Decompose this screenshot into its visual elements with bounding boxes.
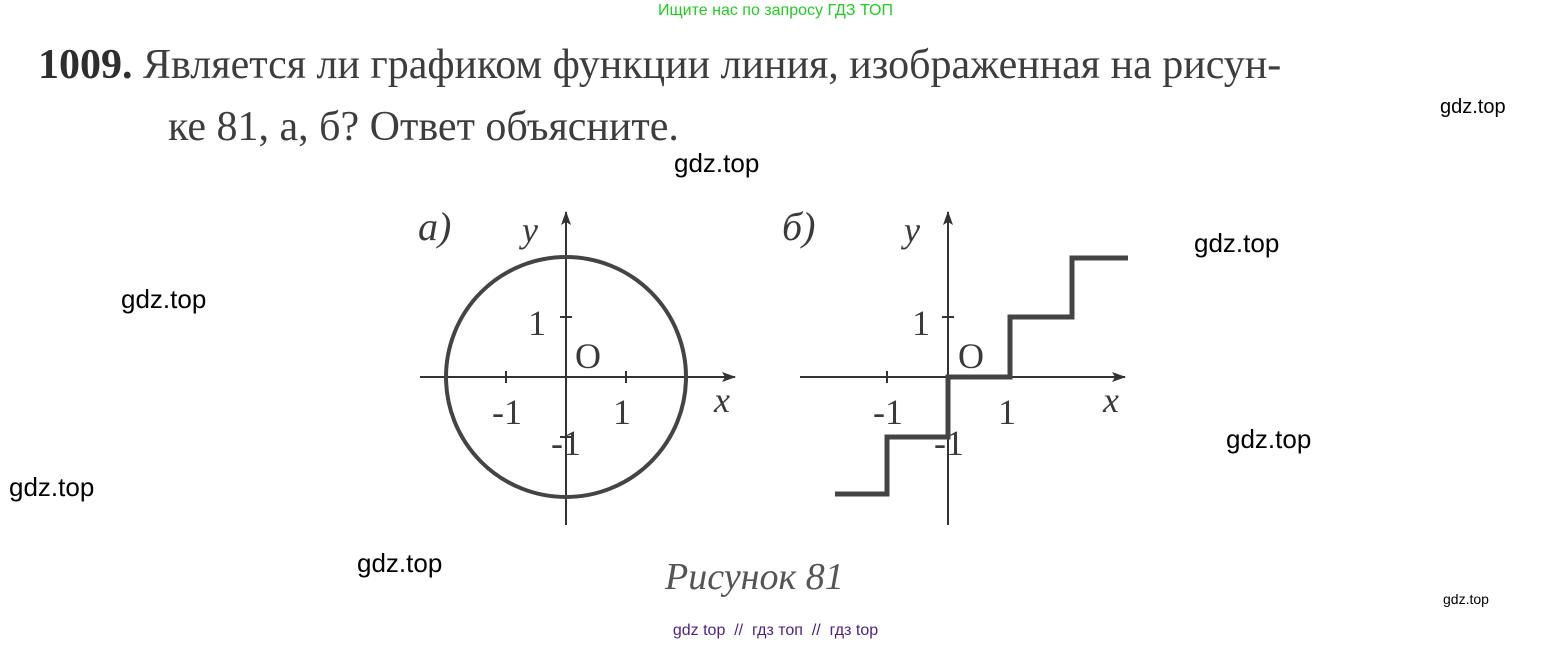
footer-link-2[interactable]: гдз топ — [752, 622, 803, 639]
footer-link-1[interactable]: gdz top — [672, 622, 726, 639]
figure-caption: Рисунок 81 — [665, 556, 844, 598]
step-graph — [835, 255, 1128, 497]
x-tick-1: 1 — [613, 392, 631, 432]
panel-a: а) y x O 1 1 -1 -1 — [418, 204, 736, 525]
panel-a-label: а) — [418, 204, 451, 249]
y-tick-neg1: -1 — [934, 423, 964, 463]
problem-text-2: ке 81, а, б? Ответ объясните. — [168, 104, 679, 150]
y-tick-1: 1 — [528, 303, 546, 343]
watermark: gdz.top — [9, 472, 95, 502]
footer-separator: // — [811, 622, 821, 639]
footer-link-3[interactable]: гдз top — [829, 622, 879, 639]
origin-label: O — [575, 336, 601, 376]
x-tick-neg1: -1 — [873, 392, 903, 432]
watermark: gdz.top — [1440, 96, 1506, 118]
y-tick-neg1: -1 — [551, 423, 581, 463]
problem-text-1: Является ли графиком функции линия, изоб… — [143, 42, 1282, 88]
y-label: y — [519, 210, 538, 250]
circle-graph — [444, 255, 688, 499]
search-banner: Ищите нас по запросу ГДЗ ТОП — [658, 2, 893, 19]
y-tick-1: 1 — [912, 303, 930, 343]
watermark: gdz.top — [1226, 424, 1312, 454]
x-tick-1: 1 — [998, 392, 1016, 432]
watermark: gdz.top — [357, 548, 443, 578]
panel-b-label: б) — [782, 204, 815, 249]
footer-separator: // — [734, 622, 744, 639]
x-tick-neg1: -1 — [492, 392, 522, 432]
panel-b: б) y x O 1 1 -1 -1 — [782, 204, 1128, 525]
watermark: gdz.top — [674, 148, 760, 178]
watermark: gdz.top — [1194, 228, 1280, 258]
y-label: y — [901, 210, 920, 250]
origin-label: O — [958, 336, 984, 376]
problem-number: 1009. — [38, 42, 133, 88]
problem-line-1: 1009. Является ли графиком функции линия… — [38, 44, 1281, 86]
footer-links: gdz top // гдз топ // гдз top — [0, 622, 1551, 640]
x-label: x — [713, 380, 730, 420]
watermark: gdz.top — [121, 284, 207, 314]
watermark: gdz.top — [1443, 591, 1489, 607]
x-label: x — [1102, 380, 1119, 420]
